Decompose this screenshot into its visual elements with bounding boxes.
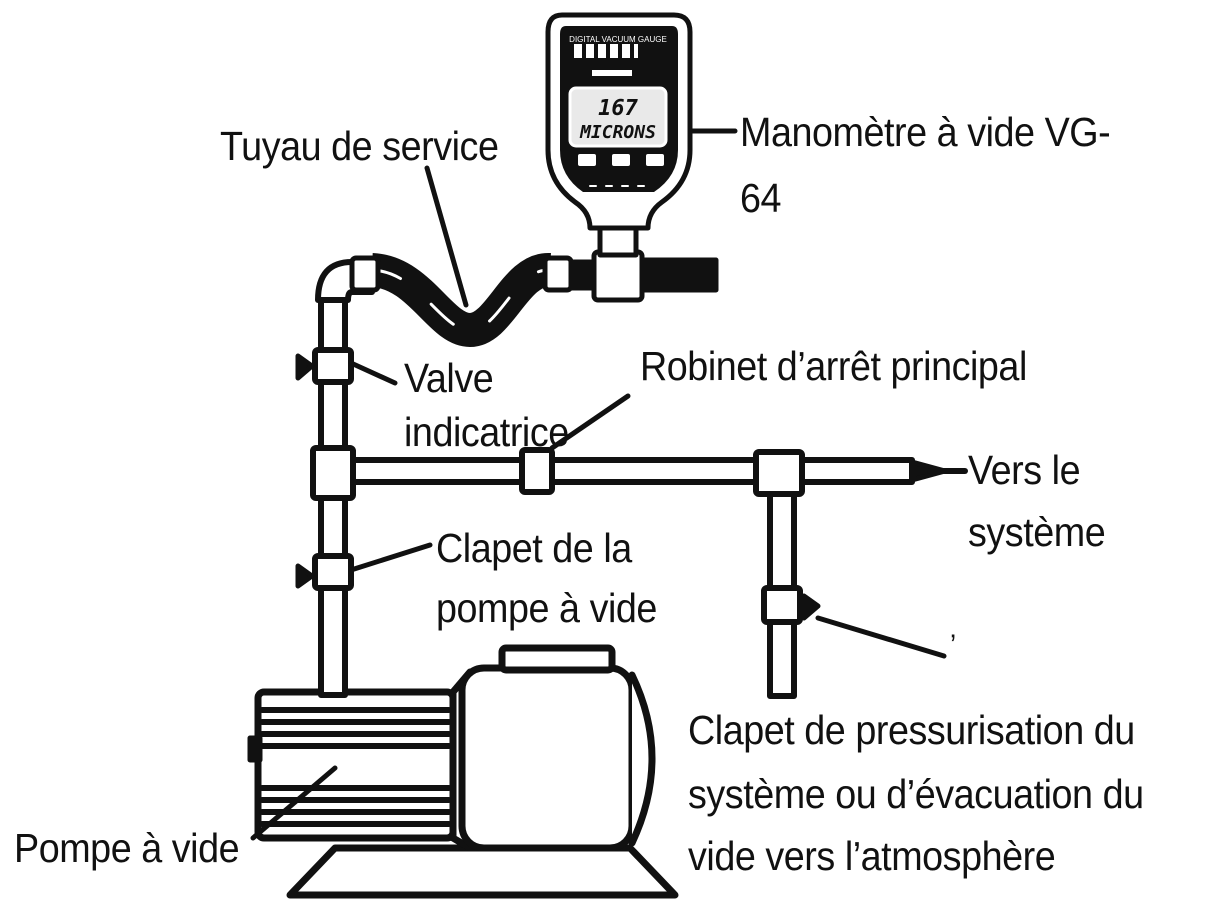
horizontal-pipe	[350, 457, 968, 485]
stray-mark: ’	[950, 629, 956, 662]
gauge-reading: 167	[598, 96, 638, 121]
gauge-screen	[568, 86, 668, 148]
indicator-valve	[295, 347, 398, 386]
label-to-system-line2: système	[968, 509, 1106, 555]
label-pump-valve-line2: pompe à vide	[436, 585, 657, 631]
pressurize-valve	[761, 585, 947, 659]
main-shutoff-valve	[519, 393, 631, 495]
gauge-button-left[interactable]	[578, 154, 596, 166]
service-hose-leader	[424, 165, 469, 308]
system-tee	[753, 449, 805, 497]
gauge-unit: MICRONS	[579, 122, 656, 143]
gauge-brand: DIGITAL VACUUM GAUGE	[569, 35, 667, 44]
pump-valve	[295, 542, 433, 591]
pump-fins	[259, 707, 452, 827]
label-vacuum-pump: Pompe à vide	[14, 825, 240, 871]
label-pressurize-line3: vide vers l’atmosphère	[688, 833, 1056, 879]
pump-base	[286, 844, 679, 899]
gauge-tee-fitting	[568, 222, 719, 303]
vacuum-pump	[247, 644, 679, 899]
gauge-button-right[interactable]	[646, 154, 664, 166]
label-gauge-line2: 64	[740, 175, 782, 221]
gauge-button-middle[interactable]	[612, 154, 630, 166]
label-main-valve: Robinet d’arrêt principal	[640, 343, 1027, 389]
label-pump-valve-line1: Clapet de la	[436, 525, 632, 571]
service-hose	[369, 253, 552, 347]
label-indicator-valve-line1: Valve	[404, 355, 494, 401]
label-to-system-line1: Vers le	[968, 447, 1081, 493]
label-service-hose: Tuyau de service	[220, 123, 499, 169]
pump-housing	[254, 688, 457, 842]
main-tee	[310, 445, 356, 501]
pump-handle	[498, 644, 616, 674]
label-pressurize-line1: Clapet de pressurisation du	[688, 707, 1135, 753]
digital-vacuum-gauge	[545, 12, 738, 231]
pump-leader	[250, 765, 338, 841]
label-indicator-valve-line2: indicatrice	[404, 409, 569, 455]
pump-motor	[458, 664, 636, 852]
label-pressurize-line2: système ou d’évacuation du	[688, 771, 1144, 817]
label-gauge-line1: Manomètre à vide VG-	[740, 109, 1111, 155]
